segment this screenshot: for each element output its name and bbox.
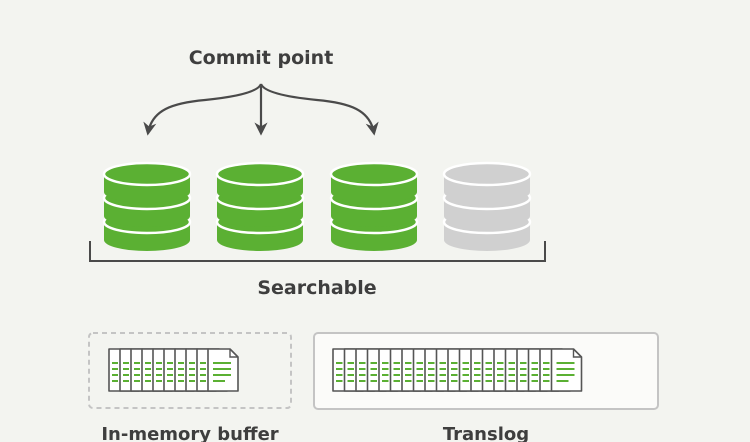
buffer-doc-10 — [207, 348, 239, 392]
in-memory-buffer-box — [88, 332, 292, 409]
segment-2-committed — [215, 161, 305, 251]
commit-point-label: Commit point — [189, 47, 334, 69]
in-memory-buffer-label: In-memory buffer — [101, 424, 278, 442]
buffer-docs-group — [108, 348, 239, 392]
segment-1-committed — [102, 161, 192, 251]
translog-doc-20 — [550, 348, 583, 392]
segment-3-committed — [329, 161, 419, 251]
translog-label: Translog — [443, 424, 529, 442]
searchable-label: Searchable — [257, 277, 376, 299]
segments-group — [102, 161, 532, 251]
commit-arrow-right — [259, 83, 379, 136]
commit-arrows — [143, 83, 379, 136]
translog-docs-group — [332, 348, 583, 392]
commit-arrow-left — [143, 83, 263, 136]
segment-4-uncommitted — [442, 161, 532, 251]
searchable-bracket — [89, 241, 546, 262]
